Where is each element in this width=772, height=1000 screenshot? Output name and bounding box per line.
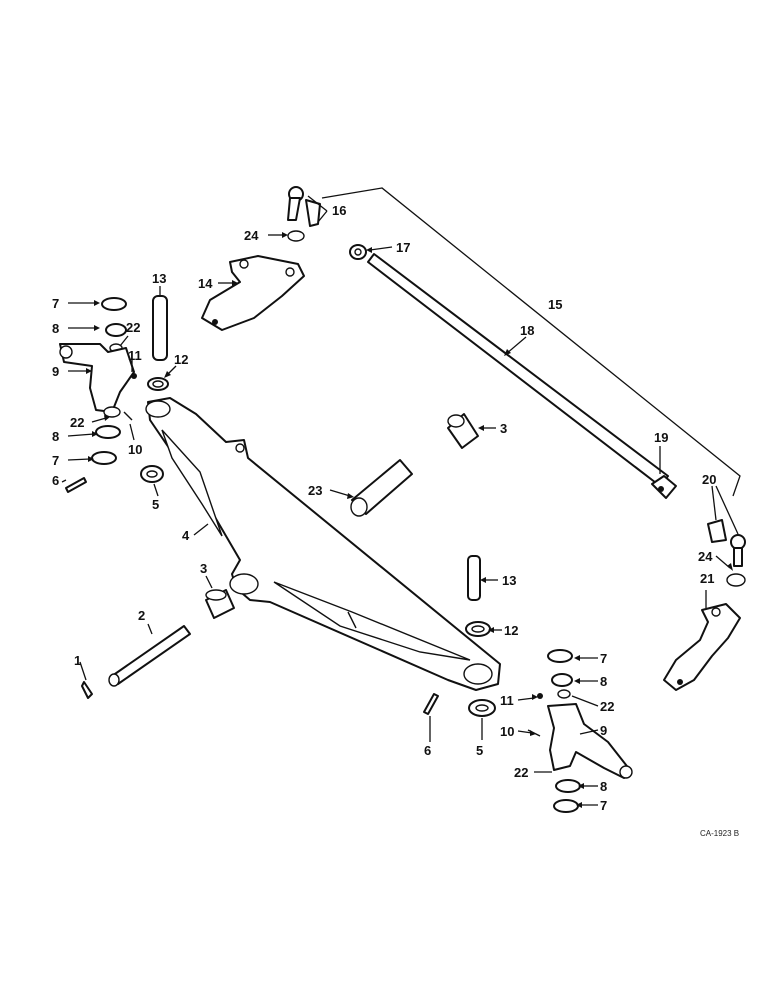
callout-5: 5 — [152, 497, 159, 512]
spindle-pin-13-right — [467, 555, 481, 601]
callouts: 16 24 17 15 18 14 13 12 7 8 22 9 11 22 8… — [52, 203, 739, 838]
spindle-left — [59, 297, 137, 493]
callout-20: 20 — [702, 472, 716, 487]
pivot-pin-2 — [108, 625, 191, 687]
callout-7: 7 — [600, 798, 607, 813]
washer-5-left — [140, 465, 164, 483]
callout-5: 5 — [476, 743, 483, 758]
callout-11: 11 — [500, 693, 514, 708]
callout-15: 15 — [548, 297, 562, 312]
callout-17: 17 — [396, 240, 410, 255]
callout-8: 8 — [52, 321, 59, 336]
tie-rod-end-16 — [287, 186, 321, 242]
callout-22: 22 — [126, 320, 140, 335]
callout-10: 10 — [128, 442, 142, 457]
callout-2: 2 — [138, 608, 145, 623]
spindle-pin-13-left — [152, 295, 168, 361]
callout-10: 10 — [500, 724, 514, 739]
clamp-19 — [651, 475, 677, 499]
washer-12-right — [465, 621, 491, 637]
washer-5-right — [468, 699, 496, 717]
callout-14: 14 — [198, 276, 213, 291]
callout-4: 4 — [182, 528, 190, 543]
callout-24: 24 — [698, 549, 713, 564]
callout-3: 3 — [200, 561, 207, 576]
tube-23 — [350, 459, 413, 517]
leader-lines — [61, 195, 739, 808]
callout-19: 19 — [654, 430, 668, 445]
callout-24: 24 — [244, 228, 259, 243]
figure-code: CA-1923 B — [700, 829, 739, 838]
spindle-right — [527, 649, 633, 813]
callout-16: 16 — [332, 203, 346, 218]
callout-12: 12 — [174, 352, 188, 367]
callout-1: 1 — [74, 653, 81, 668]
callout-7: 7 — [52, 296, 59, 311]
callout-11: 11 — [128, 348, 142, 363]
callout-8: 8 — [600, 674, 607, 689]
steering-arm-21 — [663, 603, 741, 691]
washer-12-left — [147, 377, 169, 391]
cotter-pin-6-right — [423, 693, 439, 715]
tie-rod-end-20 — [707, 519, 746, 587]
callout-9: 9 — [52, 364, 59, 379]
callout-7: 7 — [600, 651, 607, 666]
front-axle-beam — [145, 397, 501, 691]
callout-13: 13 — [152, 271, 166, 286]
callout-13: 13 — [502, 573, 516, 588]
callout-21: 21 — [700, 571, 714, 586]
callout-3: 3 — [500, 421, 507, 436]
bushing-3-upper — [447, 413, 479, 449]
callout-12: 12 — [504, 623, 518, 638]
callout-18: 18 — [520, 323, 534, 338]
bolt-1 — [81, 681, 93, 699]
bushing-3-lower — [205, 589, 235, 619]
callout-7: 7 — [52, 453, 59, 468]
tie-rod-assembly-bracket — [321, 187, 741, 497]
callout-22: 22 — [70, 415, 84, 430]
callout-22: 22 — [600, 699, 614, 714]
clamp-nut-17 — [349, 244, 367, 260]
tie-rod-tube — [367, 253, 669, 487]
steering-arm-14 — [201, 255, 305, 331]
callout-6: 6 — [52, 473, 59, 488]
callout-8: 8 — [52, 429, 59, 444]
callout-23: 23 — [308, 483, 322, 498]
callout-8: 8 — [600, 779, 607, 794]
callout-22: 22 — [514, 765, 528, 780]
callout-9: 9 — [600, 723, 607, 738]
callout-6: 6 — [424, 743, 431, 758]
